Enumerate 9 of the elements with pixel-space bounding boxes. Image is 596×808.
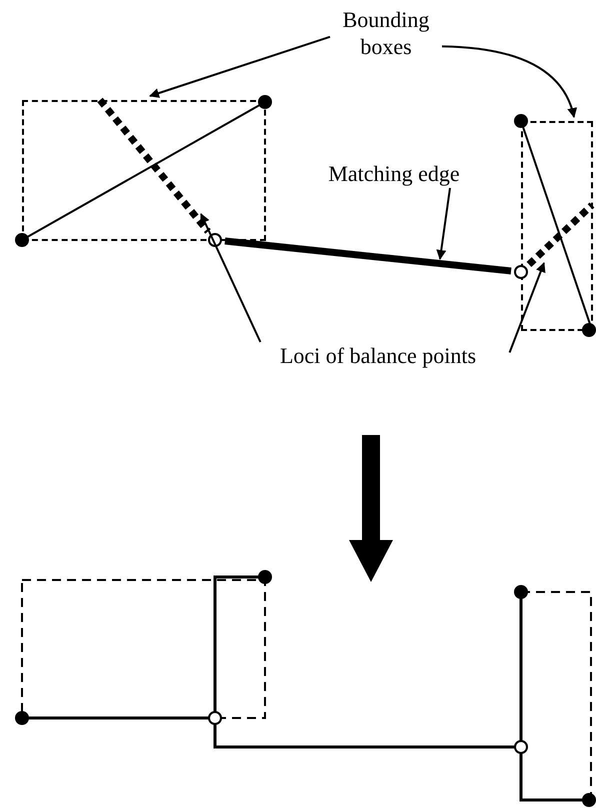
leader-arrow xyxy=(442,45,576,118)
matching-edge-line xyxy=(224,238,512,274)
callout-label: Bounding boxes xyxy=(330,6,442,60)
leader-arrow xyxy=(508,262,546,353)
callout-label: Matching edge xyxy=(314,160,474,187)
leader-arrow xyxy=(149,36,330,98)
callout-label: Loci of balance points xyxy=(238,342,518,369)
leader-arrow xyxy=(436,188,451,260)
leader-arrow xyxy=(200,213,262,342)
